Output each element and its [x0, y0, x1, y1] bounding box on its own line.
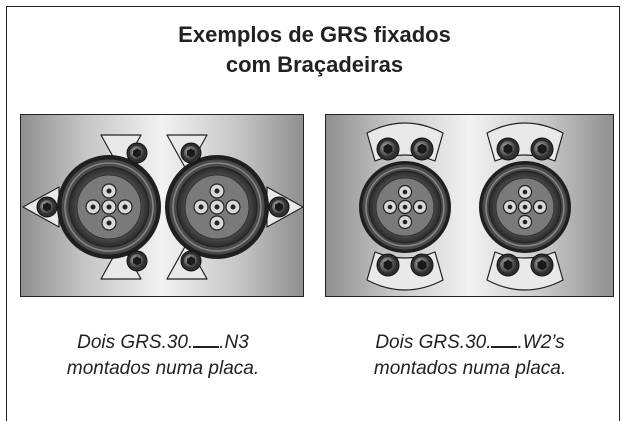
caption-n3-line-1: Dois GRS.30. .N3 — [18, 330, 308, 356]
title-line-2: com Braçadeiras — [225, 52, 404, 77]
caption-n3-suffix: .N3 — [219, 332, 249, 353]
panel-n3-clamps — [20, 114, 304, 297]
caption-n3: Dois GRS.30. .N3 montados numa placa. — [18, 330, 308, 382]
caption-w2-line-1: Dois GRS.30. .W2’s — [325, 330, 615, 356]
grs-w2-clamp-assembly-icon — [358, 122, 572, 291]
caption-w2-suffix: .W2’s — [517, 332, 565, 353]
caption-w2-prefix: Dois GRS.30. — [375, 332, 492, 353]
caption-n3-line-2: montados numa placa. — [66, 358, 260, 379]
caption-n3-prefix: Dois GRS.30. — [77, 332, 194, 353]
page-title: Exemplos de GRS fixados com Braçadeiras — [0, 20, 629, 80]
grs-n3-clamp-assembly-icon — [22, 134, 304, 280]
title-line-1: Exemplos de GRS fixados — [178, 22, 451, 47]
caption-n3-blank — [193, 331, 220, 348]
outer-frame — [6, 6, 620, 421]
panel-w2-clamps — [325, 114, 614, 297]
caption-w2-line-2: montados numa placa. — [373, 358, 567, 379]
caption-w2-blank — [491, 331, 518, 348]
caption-w2: Dois GRS.30. .W2’s montados numa placa. — [325, 330, 615, 382]
